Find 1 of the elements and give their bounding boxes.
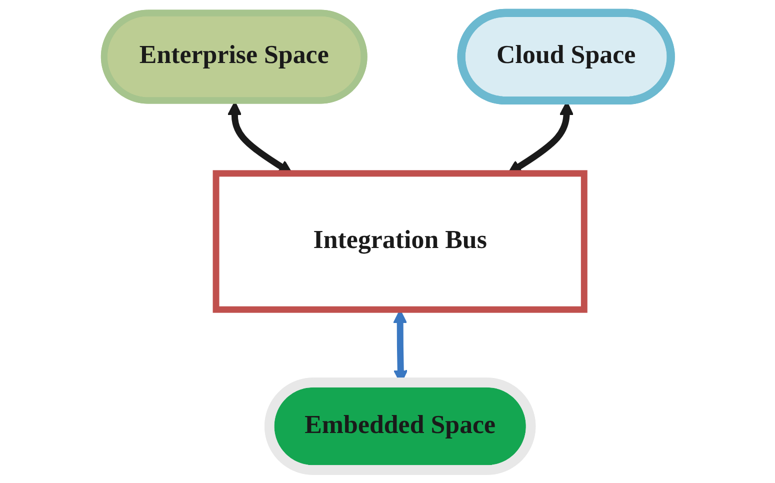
- node-box: Integration Bus: [212, 170, 588, 313]
